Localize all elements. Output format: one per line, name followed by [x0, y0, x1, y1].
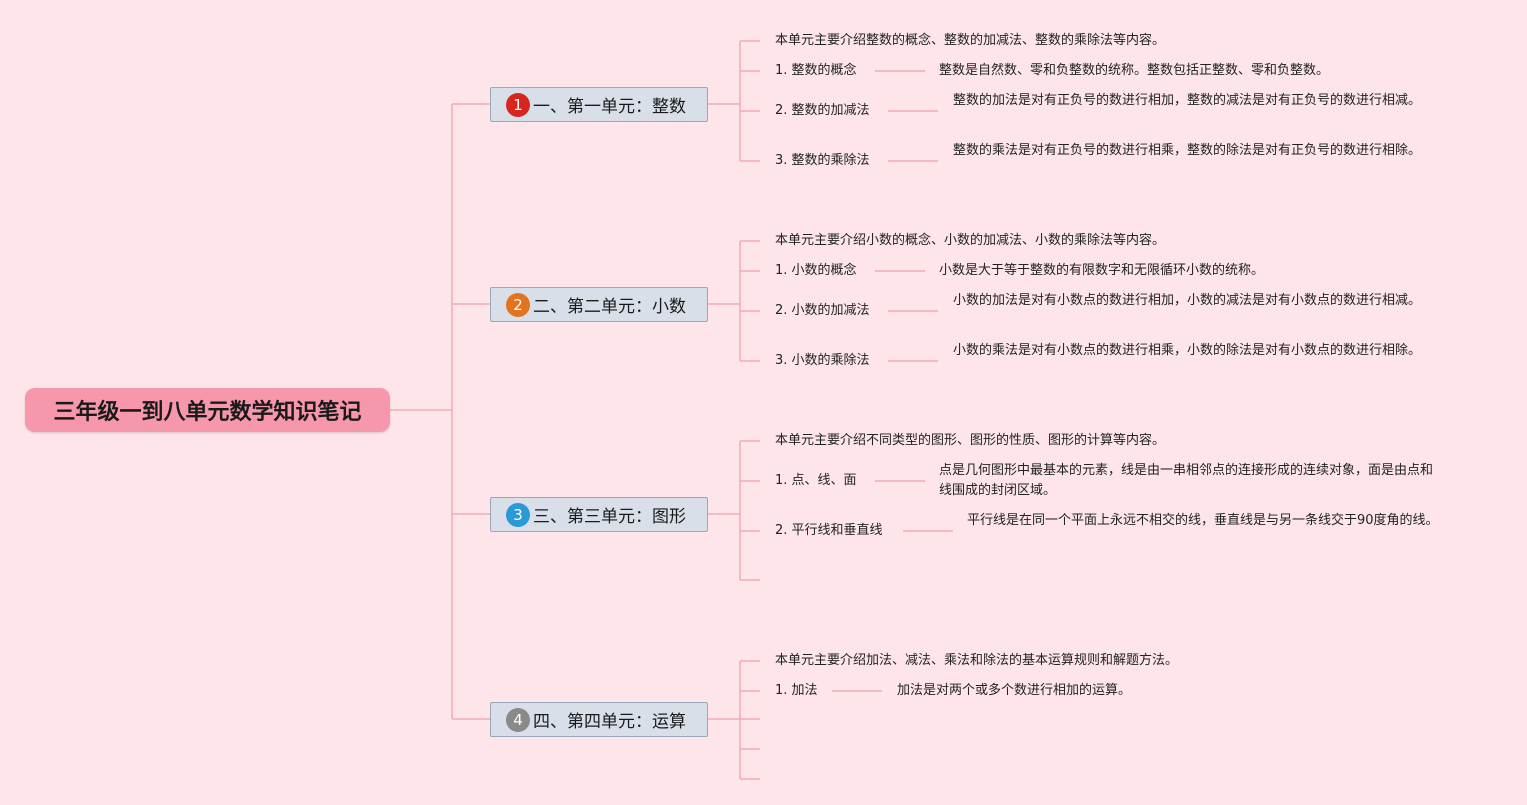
- unit-1-item-2-detail[interactable]: 整数的加法是对有正负号的数进行相加，整数的减法是对有正负号的数进行相减。: [953, 93, 1422, 108]
- unit-3-item-1-label[interactable]: 1. 点、线、面: [775, 473, 857, 488]
- unit-1-item-3-label[interactable]: 3. 整数的乘除法: [775, 153, 870, 168]
- unit-1-item-2-label[interactable]: 2. 整数的加减法: [775, 103, 870, 118]
- unit-1-item-3-detail[interactable]: 整数的乘法是对有正负号的数进行相乘，整数的除法是对有正负号的数进行相除。: [953, 143, 1422, 158]
- unit-1-intro[interactable]: 本单元主要介绍整数的概念、整数的加减法、整数的乘除法等内容。: [775, 33, 1166, 48]
- unit-1-item-1-detail[interactable]: 整数是自然数、零和负整数的统称。整数包括正整数、零和负整数。: [939, 63, 1330, 78]
- unit-4-topic[interactable]: 4 四、第四单元：运算: [490, 702, 708, 737]
- unit-1-topic[interactable]: 1 一、第一单元：整数: [490, 87, 708, 122]
- unit-4-item-1-label[interactable]: 1. 加法: [775, 683, 818, 698]
- unit-3-item-2-label[interactable]: 2. 平行线和垂直线: [775, 523, 883, 538]
- number-1-badge-icon: 1: [506, 92, 530, 117]
- unit-2-item-1-detail[interactable]: 小数是大于等于整数的有限数字和无限循环小数的统称。: [939, 263, 1265, 278]
- unit-3-item-2-detail[interactable]: 平行线是在同一个平面上永远不相交的线，垂直线是与另一条线交于90度角的线。: [967, 513, 1439, 528]
- unit-4-intro[interactable]: 本单元主要介绍加法、减法、乘法和除法的基本运算规则和解题方法。: [775, 653, 1179, 668]
- unit-2-item-2-detail[interactable]: 小数的加法是对有小数点的数进行相加，小数的减法是对有小数点的数进行相减。: [953, 293, 1422, 308]
- unit-2-topic[interactable]: 2 二、第二单元：小数: [490, 287, 708, 322]
- unit-3-topic[interactable]: 3 三、第三单元：图形: [490, 497, 708, 532]
- unit-2-item-1-label[interactable]: 1. 小数的概念: [775, 263, 857, 278]
- unit-4-item-1-detail[interactable]: 加法是对两个或多个数进行相加的运算。: [897, 683, 1132, 698]
- number-4-badge-icon: 4: [506, 707, 530, 732]
- unit-2-intro[interactable]: 本单元主要介绍小数的概念、小数的加减法、小数的乘除法等内容。: [775, 233, 1166, 248]
- unit-1-item-1-label[interactable]: 1. 整数的概念: [775, 63, 857, 78]
- root-topic[interactable]: 三年级一到八单元数学知识笔记: [25, 388, 390, 432]
- unit-4-title: 四、第四单元：运算: [533, 712, 686, 732]
- root-title: 三年级一到八单元数学知识笔记: [53, 400, 362, 425]
- unit-1-title: 一、第一单元：整数: [533, 97, 686, 117]
- unit-2-item-3-label[interactable]: 3. 小数的乘除法: [775, 353, 870, 368]
- number-3-badge-icon: 3: [506, 502, 530, 527]
- unit-3-intro[interactable]: 本单元主要介绍不同类型的图形、图形的性质、图形的计算等内容。: [775, 433, 1166, 448]
- number-2-badge-icon: 2: [506, 292, 530, 317]
- unit-2-item-3-detail[interactable]: 小数的乘法是对有小数点的数进行相乘，小数的除法是对有小数点的数进行相除。: [953, 343, 1422, 358]
- unit-2-title: 二、第二单元：小数: [533, 297, 686, 317]
- unit-3-item-1-detail[interactable]: 点是几何图形中最基本的元素，线是由一串相邻点的连接形成的连续对象，面是由点和线围…: [939, 463, 1434, 498]
- unit-3-title: 三、第三单元：图形: [533, 507, 686, 527]
- unit-2-item-2-label[interactable]: 2. 小数的加减法: [775, 303, 870, 318]
